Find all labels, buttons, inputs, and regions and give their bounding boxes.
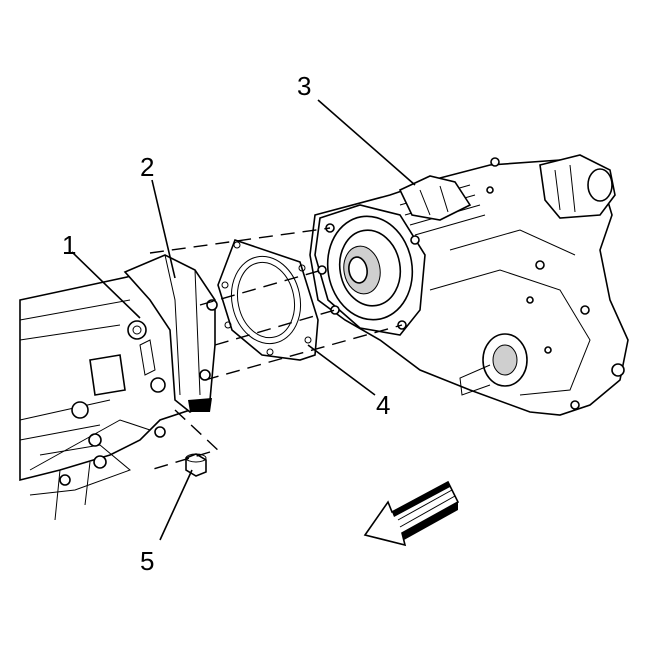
callout-3: 3: [297, 71, 312, 101]
leader-line-4: [307, 344, 376, 396]
callout-2: 2: [140, 152, 155, 182]
leader-line-2: [151, 179, 176, 279]
transmission-case: [19, 271, 211, 521]
bolt: [185, 453, 207, 477]
callout-1: 1: [62, 230, 77, 260]
callout-5: 5: [140, 546, 155, 576]
leader-line-5: [159, 469, 193, 541]
adapter-housing: [123, 254, 218, 413]
leader-line-3: [317, 99, 416, 186]
transfer-case: [309, 154, 629, 416]
leader-line-1: [71, 251, 141, 319]
alignment-lines: [149, 227, 403, 471]
gasket: [217, 238, 319, 361]
callout-4: 4: [376, 390, 391, 420]
leader-lines: [71, 99, 416, 541]
front-direction-arrow: [363, 480, 460, 547]
